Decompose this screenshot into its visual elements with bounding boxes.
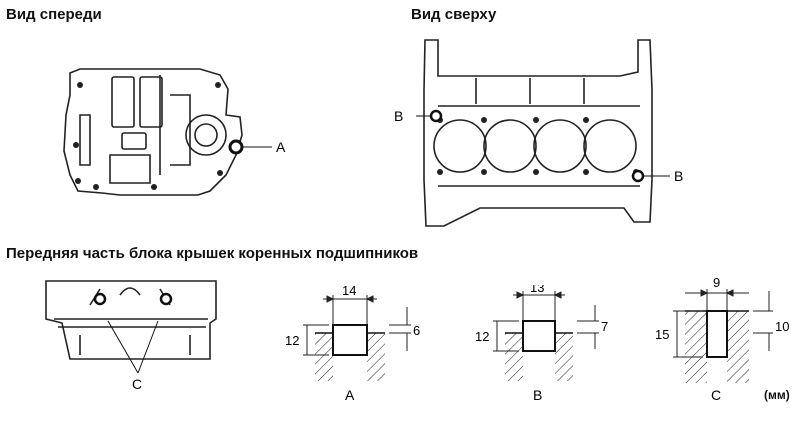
detail-c-total: 15 [655, 327, 669, 342]
detail-a-label: A [345, 387, 355, 403]
detail-c-width: 9 [713, 275, 720, 290]
callout-c: C [132, 376, 142, 392]
unit-label: (мм) [764, 388, 790, 402]
detail-c-depth: 10 [775, 319, 789, 334]
callout-a: A [276, 139, 286, 155]
detail-a: 14 12 6 A [285, 285, 420, 403]
detail-a-total: 12 [285, 333, 299, 348]
detail-b-label: B [533, 387, 542, 403]
detail-a-depth: 6 [413, 323, 420, 338]
detail-b-total: 12 [475, 329, 489, 344]
bearing-cap-heading: Передняя часть блока крышек коренных под… [6, 245, 419, 262]
detail-b-depth: 7 [601, 319, 608, 334]
detail-b-width: 13 [530, 285, 544, 295]
front-view-drawing: A [63, 68, 286, 196]
front-view-heading: Вид спереди [6, 6, 102, 23]
bearing-cap-drawing: C [45, 280, 217, 392]
detail-c-label: C [711, 387, 721, 403]
top-view-drawing: B B [394, 39, 683, 227]
detail-b: 13 12 7 B [475, 285, 608, 403]
detail-a-width: 14 [342, 285, 356, 298]
callout-b-right: B [674, 168, 683, 184]
top-view-heading: Вид сверху [411, 6, 497, 23]
callout-b-left: B [394, 108, 403, 124]
detail-c: 9 15 10 C [655, 275, 789, 403]
